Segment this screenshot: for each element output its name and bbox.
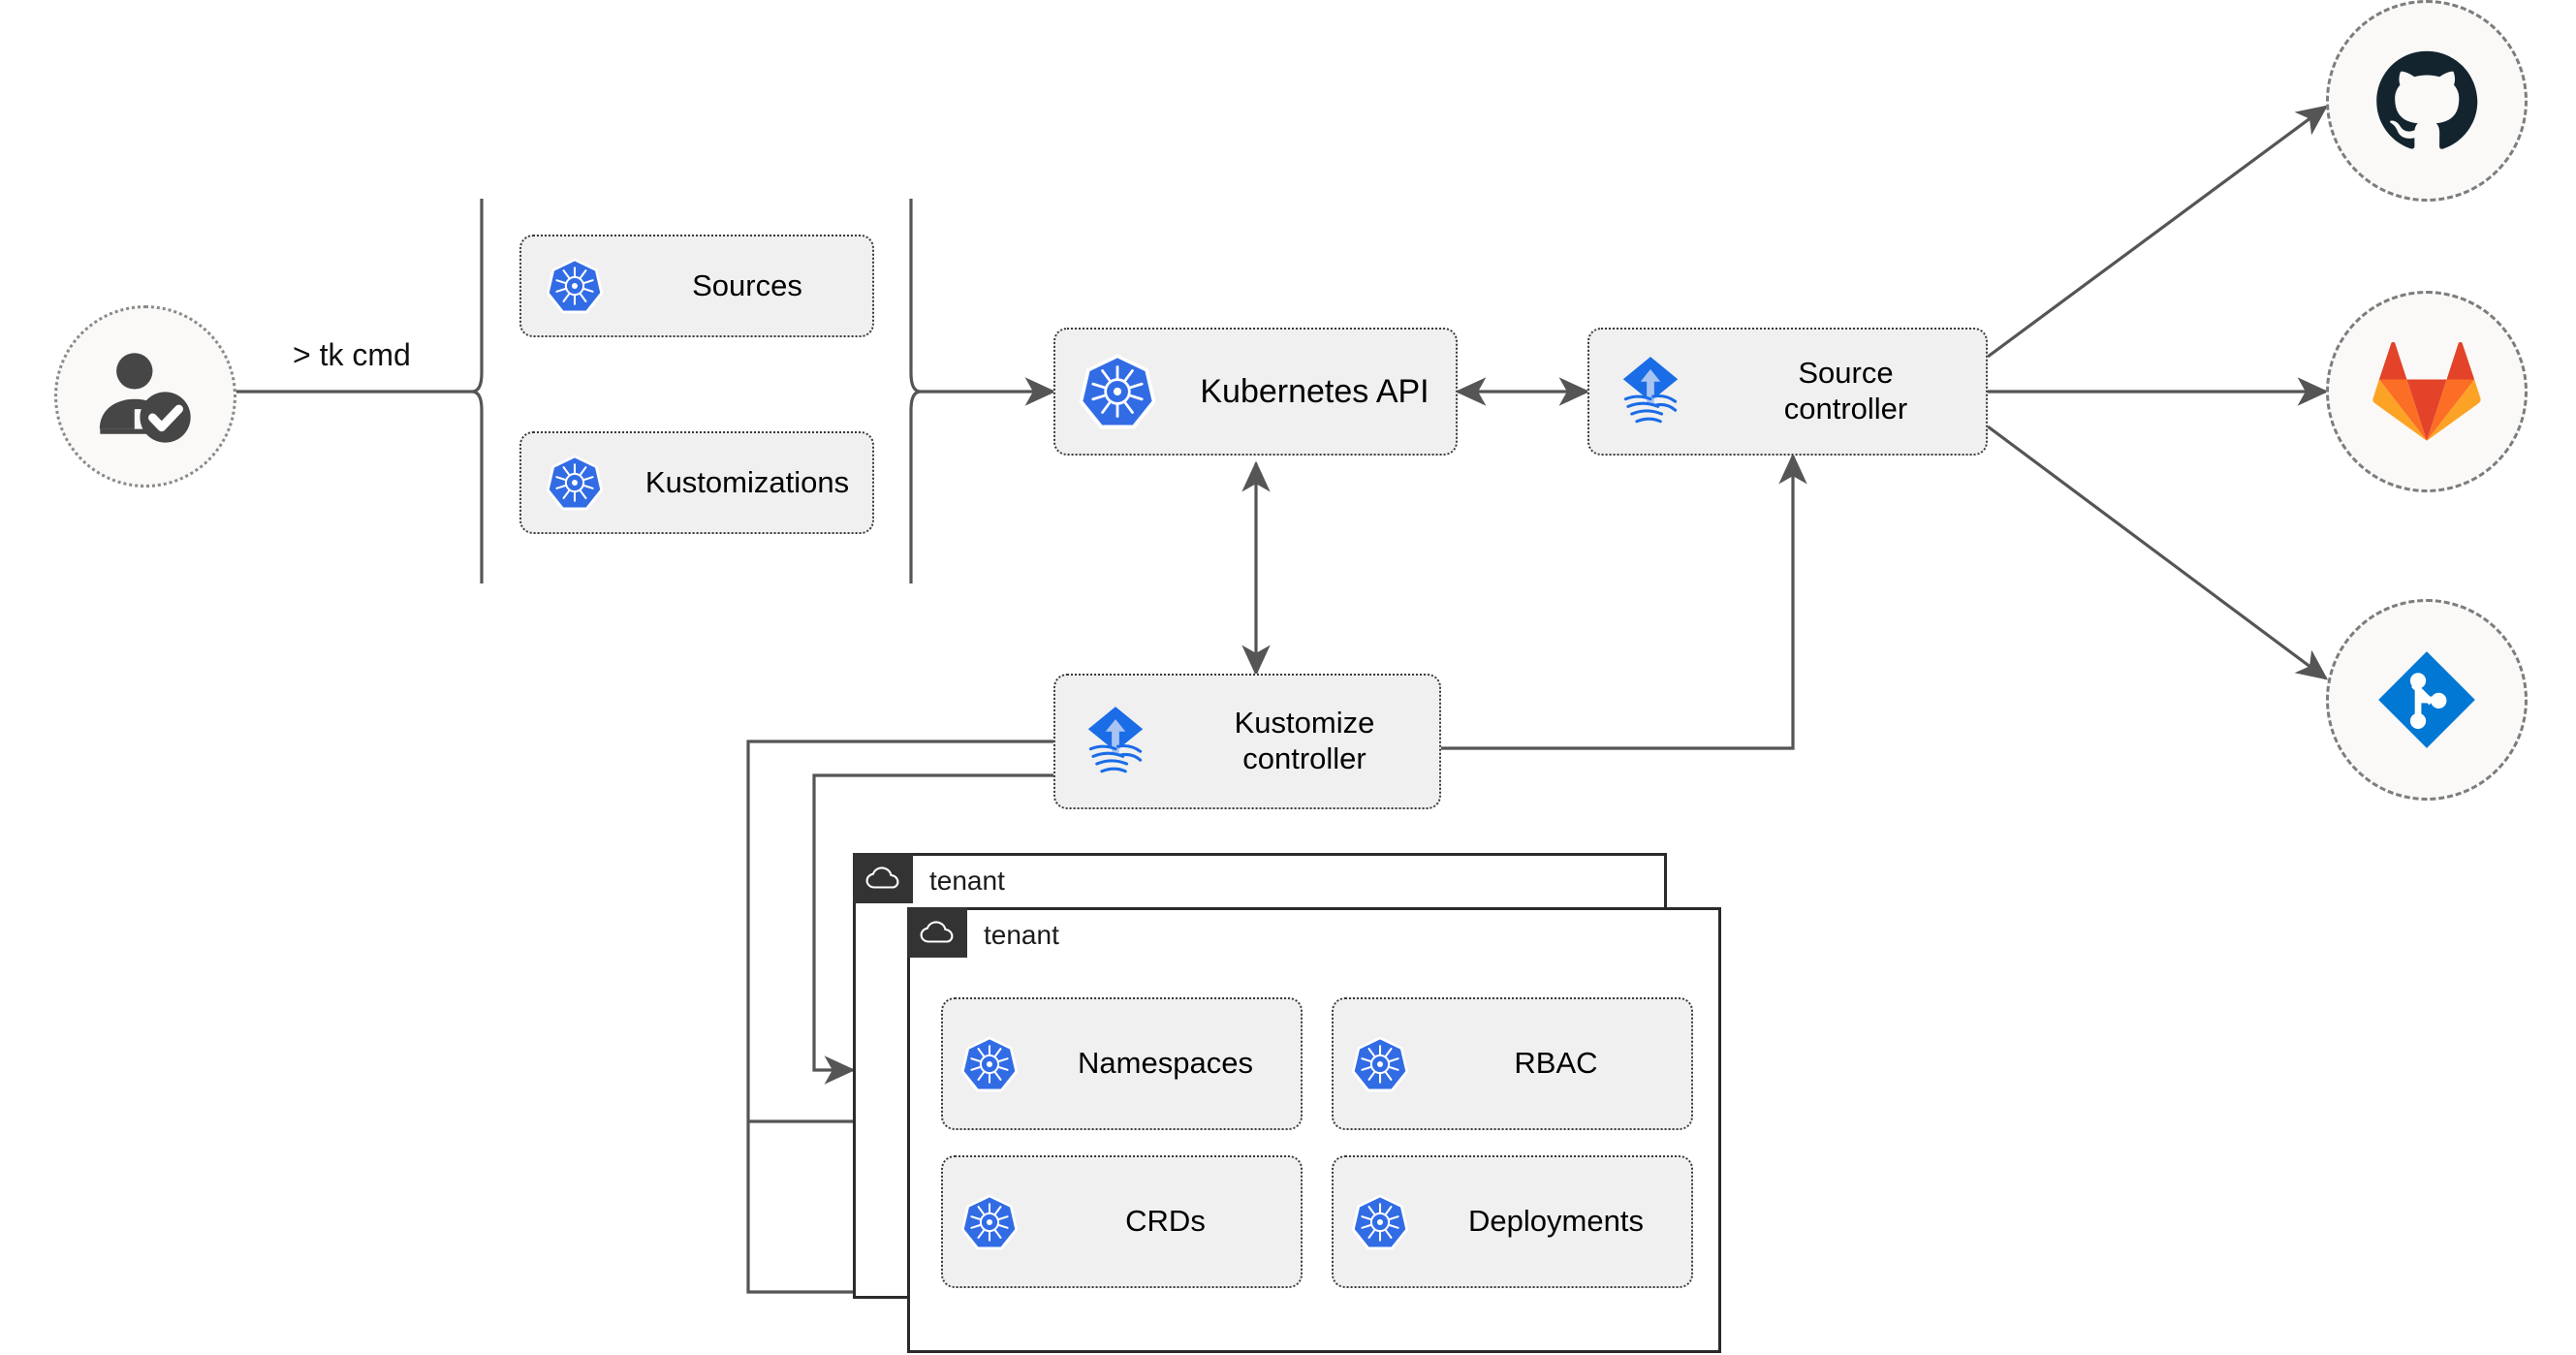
kubernetes-api-label: Kubernetes API (1200, 372, 1429, 410)
kubernetes-icon (943, 1192, 1036, 1252)
crd-card-sources[interactable]: Sources (519, 235, 874, 337)
cloud-icon (865, 867, 899, 889)
tenant-title-2: tenant (984, 920, 1059, 950)
git-provider-github[interactable] (2326, 0, 2528, 202)
edge-kustomize-to-source-controller (1441, 453, 1807, 750)
azure-devops-icon (2378, 651, 2475, 748)
kustomize-controller-label: Kustomize controller (1234, 706, 1375, 775)
kubernetes-icon (521, 256, 628, 316)
kubernetes-icon (943, 1034, 1036, 1094)
tenant-resource-label: Namespaces (1078, 1046, 1253, 1081)
flux-icon (1055, 702, 1176, 781)
tenant-resource-label: Deployments (1468, 1204, 1644, 1239)
crd-card-kustomizations[interactable]: Kustomizations (519, 431, 874, 534)
github-icon (2376, 50, 2478, 149)
kubernetes-icon (1055, 351, 1179, 432)
crd-card-label: Sources (692, 268, 802, 302)
cli-command-label: > tk cmd (293, 337, 411, 372)
flux-icon (1589, 352, 1712, 431)
tenant-resource-deployments[interactable]: Deployments (1332, 1155, 1693, 1288)
kustomize-controller-node[interactable]: Kustomize controller (1053, 674, 1441, 809)
kubernetes-icon (1334, 1034, 1427, 1094)
tenant-tab-1 (853, 853, 913, 903)
gitlab-icon (2372, 341, 2481, 441)
tenant-container-2[interactable]: tenant (907, 907, 1721, 1353)
tenant-resource-crds[interactable]: CRDs (941, 1155, 1303, 1288)
tenant-tab-2 (907, 907, 967, 958)
edge-source-to-github (1987, 105, 2329, 359)
user-check-icon (99, 353, 191, 443)
edge-source-to-azure (1987, 425, 2329, 680)
tenant-resource-label: RBAC (1514, 1046, 1598, 1081)
tenant-title-1: tenant (929, 866, 1005, 896)
source-controller-node[interactable]: Source controller (1587, 328, 1988, 456)
tenant-resource-label: CRDs (1125, 1204, 1206, 1239)
kubernetes-icon (1334, 1192, 1427, 1252)
git-provider-gitlab[interactable] (2326, 291, 2528, 492)
brace-right (909, 199, 922, 583)
cloud-icon (920, 921, 954, 943)
tenant-resource-grid: Namespaces (941, 997, 1693, 1288)
kubernetes-icon (521, 453, 628, 513)
crd-card-label: Kustomizations (644, 464, 850, 499)
brace-left (471, 199, 484, 583)
actor-node[interactable] (54, 305, 236, 488)
kubernetes-api-node[interactable]: Kubernetes API (1053, 328, 1458, 456)
source-controller-label: Source controller (1783, 356, 1908, 425)
git-provider-azure-devops[interactable] (2326, 599, 2528, 801)
tenant-resource-namespaces[interactable]: Namespaces (941, 997, 1303, 1130)
tenant-resource-rbac[interactable]: RBAC (1332, 997, 1693, 1130)
